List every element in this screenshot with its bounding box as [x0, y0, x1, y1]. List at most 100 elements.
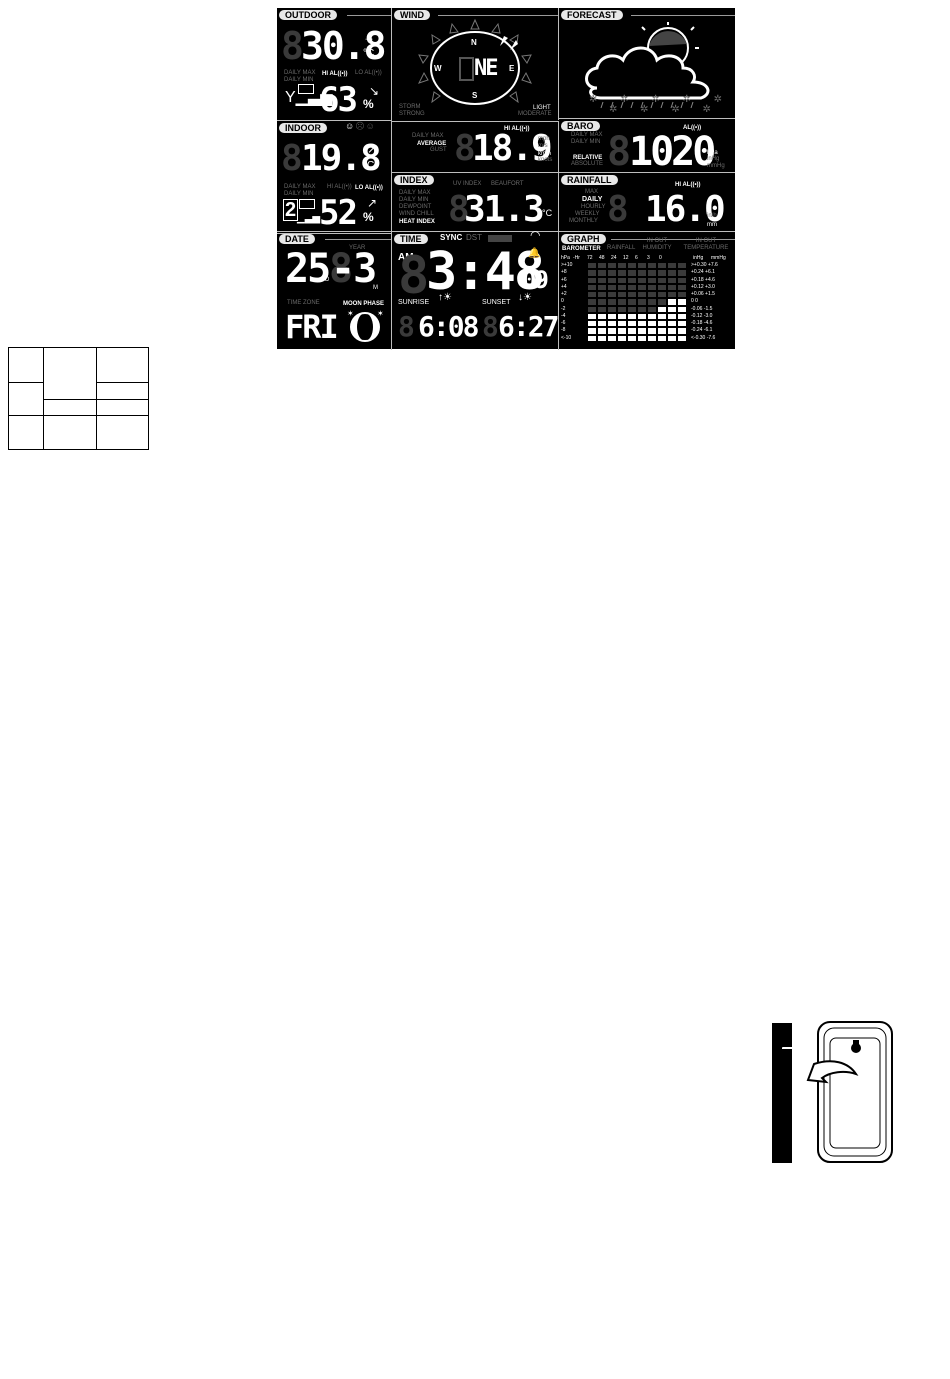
graph-right-value: +0.24 +6.1 — [691, 269, 715, 276]
sunrise-icon: ↑☀ — [438, 292, 452, 303]
signal-icon: Y▁▃▅ — [285, 89, 333, 106]
graph-bar-segment — [618, 321, 626, 327]
graph-bar-segment — [658, 306, 666, 312]
baro-absolute: ABSOLUTE — [571, 161, 604, 167]
graph-bar-segment — [678, 321, 686, 327]
date-moon-phase: MOON PHASE — [343, 301, 385, 307]
graph-bar-segment — [648, 299, 656, 305]
graph-col-header: 0 — [659, 255, 662, 261]
wind-daily-max: DAILY MAX — [412, 133, 444, 139]
graph-bar-segment — [658, 328, 666, 334]
ghost-digit: 8 — [329, 246, 353, 292]
wind-tab: WIND — [394, 10, 430, 20]
outdoor-section: OUTDOOR 8 30.8 °C → DAILY MAX DAILY MIN … — [277, 8, 392, 121]
graph-bar-segment — [658, 263, 666, 269]
outdoor-tab: OUTDOOR — [279, 10, 337, 20]
date-month-label: M — [373, 285, 378, 291]
graph-bar-segment — [658, 270, 666, 276]
graph-col-header: 3 — [647, 255, 650, 261]
graph-bar-segment — [598, 277, 606, 283]
indoor-temperature: 19.8 — [301, 138, 382, 179]
time-sunrise-label: SUNRISE — [398, 299, 430, 306]
wind-average: AVERAGE — [417, 141, 447, 147]
graph-right-scale: >+0.30 +7.6+0.24 +6.1+0.18 +4.6+0.12 +3.… — [691, 262, 735, 342]
graph-bar-segment — [588, 277, 596, 283]
table-line — [96, 382, 148, 383]
indoor-hi-al: HI AL((•)) — [327, 184, 352, 190]
graph-left-value: +6 — [561, 276, 567, 283]
baro-relative: RELATIVE — [573, 155, 603, 161]
graph-bar-segment — [588, 321, 596, 327]
graph-bar-segment — [658, 321, 666, 327]
wind-unit-kmh: km/h — [538, 151, 552, 157]
graph-left-value: -2 — [561, 305, 566, 312]
graph-bar-segment — [678, 313, 686, 320]
radio-sync-icon — [488, 235, 512, 242]
outdoor-lo-al: LO AL((•)) — [355, 70, 382, 76]
graph-bar-segment — [598, 299, 606, 305]
graph-bar-segment — [678, 277, 686, 283]
graph-right-value: +0.18 +4.6 — [691, 276, 715, 283]
alarm-bell-icon: 🔔 — [528, 248, 541, 259]
baro-value: 1020 — [629, 129, 716, 175]
graph-bar-segment — [608, 263, 616, 269]
ghost-digit: 8 — [454, 128, 476, 169]
ghost-digit: 8 — [281, 138, 303, 179]
graph-bar-segment — [658, 277, 666, 283]
time-section: TIME SYNC DST ◠ AM 8 3:48 🔔 09 SUNRISE ↑… — [392, 228, 559, 350]
wind-gust: GUST — [430, 147, 447, 153]
baro-unit-inhg: inHg — [707, 156, 720, 162]
time-sync: SYNC — [440, 233, 463, 242]
date-month: -3 — [331, 246, 377, 292]
rainfall-monthly: MONTHLY — [569, 218, 598, 224]
graph-right-value: >+0.30 +7.6 — [691, 262, 718, 268]
outdoor-hum-unit: % — [363, 97, 374, 111]
compass-w: W — [434, 64, 442, 73]
svg-text:✶: ✶ — [347, 309, 354, 318]
baro-daily-max: DAILY MAX — [571, 132, 603, 138]
date-section: DATE YEAR 25 D 8 -3 M TIME ZONE MOON PHA… — [277, 231, 392, 350]
baro-tab: BARO — [561, 121, 600, 131]
graph-bar-segment — [588, 335, 596, 341]
rainfall-section: RAINFALL HI AL((•)) MAX DAILY HOURLY WEE… — [559, 172, 735, 231]
graph-bar-segment — [678, 270, 686, 276]
time-am: AM — [398, 252, 414, 263]
sunset-icon: ↓☀ — [518, 292, 532, 303]
graph-bar-segment — [618, 270, 626, 276]
graph-bar-segment — [588, 270, 596, 276]
wifi-icon: ◠ — [530, 228, 541, 242]
battery-icon — [298, 84, 314, 94]
time-seconds: 09 — [522, 266, 549, 294]
graph-bar-segment — [608, 292, 616, 298]
graph-section: GRAPH BAROMETER RAINFALL IN OUT HUMIDITY… — [559, 231, 735, 350]
graph-bar-segment — [638, 277, 646, 283]
graph-right-header: mmHg — [711, 255, 726, 261]
graph-bar-segment — [638, 321, 646, 327]
table-line — [9, 382, 44, 383]
graph-bar-segment — [648, 284, 656, 291]
outdoor-daily-max: DAILY MAX — [284, 70, 316, 76]
graph-bar-segment — [598, 292, 606, 298]
rainfall-unit-in: in/h — [707, 213, 717, 219]
table-line — [9, 415, 148, 416]
index-wind-chill: WIND CHILL — [399, 211, 434, 217]
graph-rainfall: RAINFALL — [607, 245, 636, 251]
divider — [325, 239, 391, 240]
graph-right-value: +0.12 +3.0 — [691, 283, 715, 290]
graph-bar-segment — [588, 299, 596, 305]
graph-bar-segment — [648, 321, 656, 327]
graph-left-value: +2 — [561, 291, 567, 298]
indoor-hum-unit: % — [363, 210, 374, 224]
rainfall-max: MAX — [585, 189, 599, 195]
moon-phase-icon: ✶ ✶ — [347, 309, 384, 342]
graph-bar-segment — [608, 313, 616, 320]
graph-bar-segment — [588, 284, 596, 291]
graph-bar-segment — [678, 299, 686, 305]
graph-left-value: -6 — [561, 320, 566, 327]
graph-bar-segment — [628, 306, 636, 312]
compass-rose-icon — [418, 18, 532, 105]
graph-bar-segment — [648, 292, 656, 298]
divider — [611, 239, 735, 240]
